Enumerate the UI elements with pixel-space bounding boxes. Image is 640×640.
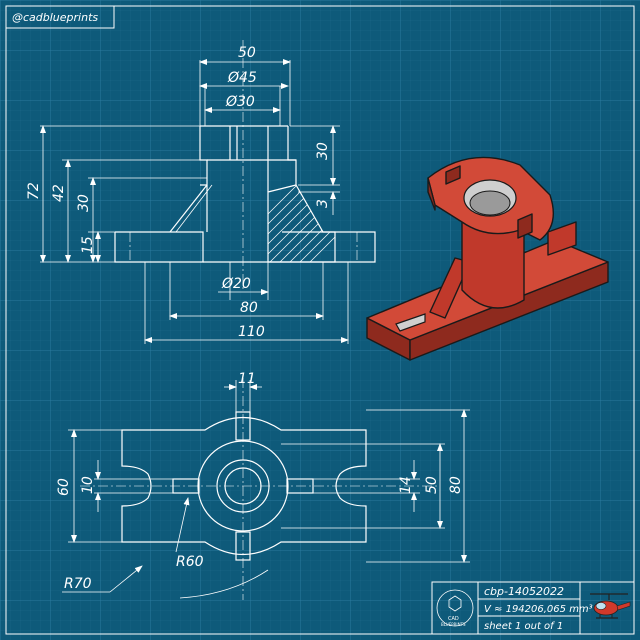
dim-height-60: 60 bbox=[56, 478, 72, 496]
drawing-frame bbox=[5, 5, 635, 635]
top-slot-right bbox=[286, 478, 314, 494]
helicopter-icon bbox=[590, 593, 631, 619]
dim-height-50: 50 bbox=[424, 476, 440, 494]
front-rib bbox=[169, 184, 208, 233]
top-hub-ring bbox=[216, 459, 270, 513]
top-hub-bore bbox=[224, 467, 262, 505]
dim-height-80: 80 bbox=[448, 476, 464, 494]
dim-height-30: 30 bbox=[76, 194, 92, 212]
dim-radius-60: R60 bbox=[176, 554, 204, 570]
logo-line2: BLUEPRINTS bbox=[441, 622, 466, 627]
top-slot-left bbox=[172, 478, 200, 494]
radius-70-arc bbox=[179, 569, 269, 599]
dim-top-width: 50 bbox=[238, 45, 256, 61]
top-slot-upper bbox=[235, 411, 251, 441]
title-block: CAD BLUEPRINTS cbp-14052022 V ≈ 194206,0… bbox=[431, 581, 635, 635]
dim-slot-10: 10 bbox=[80, 476, 96, 494]
dim-inner-diameter: Ø30 bbox=[225, 94, 255, 110]
dim-total-height: 72 bbox=[26, 182, 42, 200]
front-rib-inner bbox=[175, 184, 213, 233]
sheet-count: sheet 1 out of 1 bbox=[484, 621, 563, 632]
dim-bore-diameter: Ø20 bbox=[221, 276, 251, 292]
top-flange-outline bbox=[121, 416, 367, 556]
dim-radius-70: R70 bbox=[64, 576, 92, 592]
dim-slot-width: 11 bbox=[238, 371, 256, 387]
cad-logo-icon: CAD BLUEPRINTS bbox=[436, 589, 474, 627]
dim-slot-14: 14 bbox=[398, 476, 414, 494]
dim-height-42: 42 bbox=[51, 184, 67, 202]
top-slot-lower bbox=[235, 531, 251, 561]
volume-readout: V ≈ 194206,065 mm³ bbox=[484, 604, 593, 615]
dim-width-110: 110 bbox=[238, 324, 265, 340]
dim-outer-diameter: Ø45 bbox=[227, 70, 257, 86]
dim-hub-height: 30 bbox=[315, 142, 331, 160]
brand-handle: @cadblueprints bbox=[12, 11, 98, 24]
brand-handle-box: @cadblueprints bbox=[5, 5, 115, 29]
top-hub-outer bbox=[197, 440, 289, 532]
dim-base-height: 15 bbox=[80, 236, 96, 254]
dim-width-80: 80 bbox=[240, 300, 258, 316]
logo-line1: CAD bbox=[448, 616, 459, 622]
isometric-model bbox=[366, 156, 609, 361]
top-view: 11 60 10 14 50 80 R70 R60 bbox=[56, 371, 470, 600]
model-hub bbox=[461, 219, 525, 309]
drawing-id: cbp-14052022 bbox=[484, 585, 564, 598]
dim-small-step: 3 bbox=[315, 199, 331, 208]
